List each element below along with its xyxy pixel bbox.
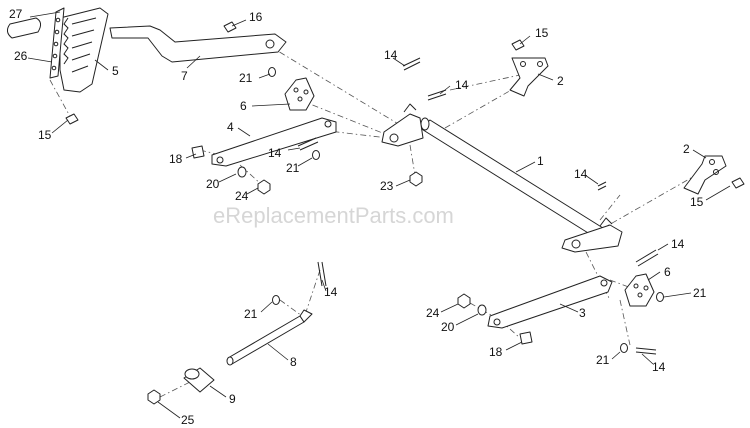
callout-7: 7 (181, 69, 188, 83)
fasteners (65, 21, 745, 405)
callout-14: 14 (324, 285, 338, 299)
part-8-rod (226, 309, 313, 366)
callout-6: 6 (664, 265, 671, 279)
callout-15: 15 (38, 128, 52, 142)
callout-16: 16 (249, 10, 263, 24)
leader-lines (27, 11, 731, 419)
callout-25: 25 (181, 413, 195, 427)
callout-labels: 27 26 5 16 7 15 14 15 2 21 14 6 4 18 14 … (9, 7, 707, 427)
callout-14: 14 (268, 146, 282, 160)
callout-14: 14 (455, 78, 469, 92)
callout-23: 23 (380, 179, 394, 193)
part-6-plate-upper (284, 77, 315, 111)
callout-20: 20 (206, 177, 220, 191)
part-7-lever (109, 25, 287, 63)
callout-15: 15 (535, 26, 549, 40)
callout-24: 24 (426, 306, 440, 320)
part-9-tube (183, 367, 215, 393)
part-2-bracket-upper (509, 57, 549, 97)
callout-6: 6 (240, 99, 247, 113)
part-4-link (211, 117, 337, 167)
callout-21: 21 (693, 286, 707, 300)
callout-9: 9 (229, 392, 236, 406)
callout-15: 15 (690, 195, 704, 209)
callout-21: 21 (286, 161, 300, 175)
callout-21: 21 (596, 353, 610, 367)
callout-4: 4 (227, 120, 234, 134)
callout-2: 2 (557, 74, 564, 88)
callout-14: 14 (652, 360, 666, 374)
callout-14: 14 (384, 48, 398, 62)
watermark: eReplacementParts.com (213, 203, 454, 228)
callout-26: 26 (14, 49, 28, 63)
callout-20: 20 (441, 320, 455, 334)
callout-18: 18 (169, 152, 183, 166)
callout-3: 3 (579, 306, 586, 320)
callout-1: 1 (537, 154, 544, 168)
callout-14: 14 (671, 237, 685, 251)
callout-5: 5 (112, 64, 119, 78)
callout-27: 27 (9, 7, 23, 21)
part-26-strip (49, 7, 65, 79)
callout-21: 21 (239, 71, 253, 85)
callout-2: 2 (683, 142, 690, 156)
part-1-cross-shaft (381, 103, 623, 253)
callout-21: 21 (244, 307, 258, 321)
part-3-link (487, 275, 613, 329)
callout-18: 18 (489, 345, 503, 359)
part-5-height-plate (59, 7, 109, 93)
callout-8: 8 (290, 355, 297, 369)
callout-24: 24 (235, 189, 249, 203)
part-27-handle-grip (6, 17, 42, 39)
part-2-bracket-lower (683, 155, 727, 195)
part-6-plate-lower (624, 273, 655, 307)
callout-14: 14 (574, 167, 588, 181)
